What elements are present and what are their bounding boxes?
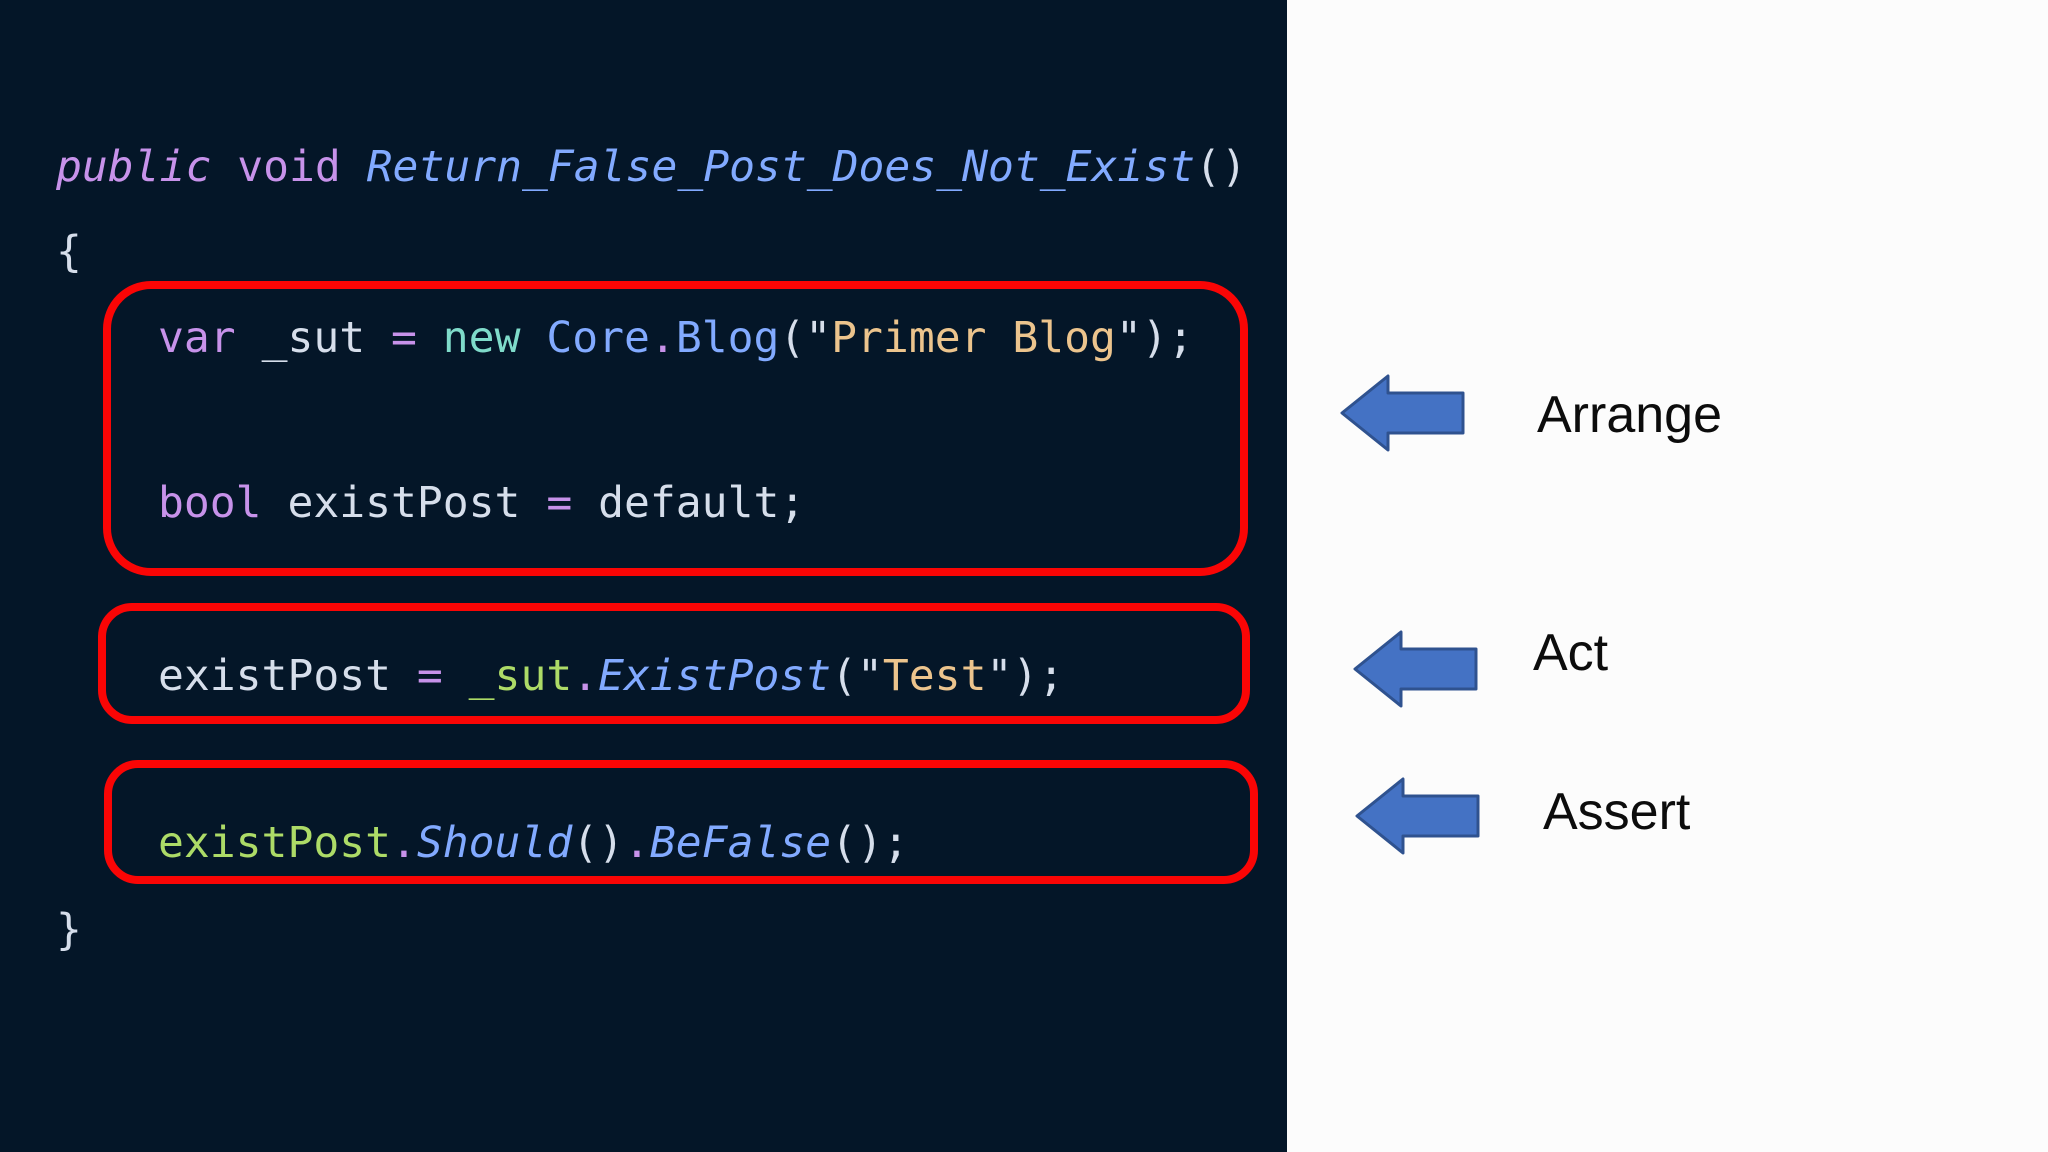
left-arrow-shape — [1353, 630, 1478, 708]
annotation-panel — [1287, 0, 2048, 1152]
phase-label-act: Act — [1533, 624, 1609, 682]
highlight-box-arrange — [103, 281, 1248, 576]
left-arrow-icon — [1355, 777, 1480, 855]
code-line-act: existPost = _sut.ExistPost("Test"); — [158, 651, 1065, 701]
code-line-open-brace: { — [56, 227, 82, 277]
highlight-box-assert — [104, 760, 1258, 884]
highlight-box-act — [98, 603, 1250, 724]
code-line-assert: existPost.Should().BeFalse(); — [158, 818, 909, 868]
left-arrow-icon — [1340, 374, 1465, 452]
code-editor-panel — [0, 0, 1287, 1152]
code-line-close-brace: } — [56, 905, 82, 955]
phase-label-assert: Assert — [1543, 783, 1691, 841]
code-line-method-signature: public void Return_False_Post_Does_Not_E… — [56, 142, 1247, 192]
phase-label-arrange: Arrange — [1537, 386, 1722, 444]
left-arrow-shape — [1340, 374, 1465, 452]
code-line-arrange-2: bool existPost = default; — [158, 478, 806, 528]
left-arrow-shape — [1355, 777, 1480, 855]
left-arrow-icon — [1353, 630, 1478, 708]
code-line-arrange-1: var _sut = new Core.Blog("Primer Blog"); — [158, 313, 1194, 363]
